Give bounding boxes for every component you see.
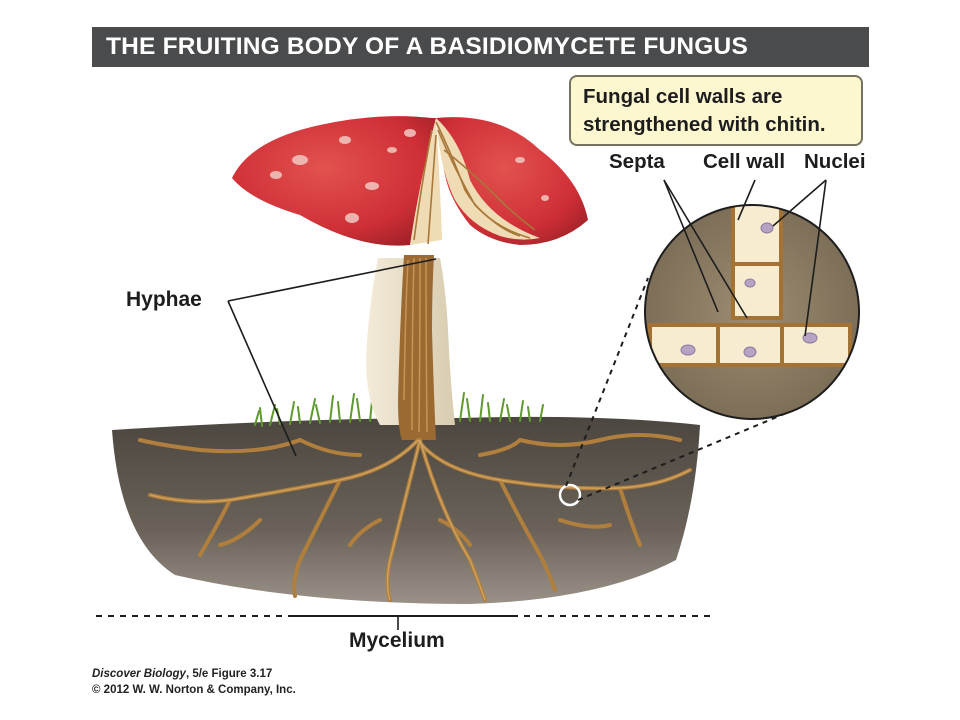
credit-book-title: Discover Biology — [92, 668, 186, 680]
soil-section — [112, 416, 700, 604]
callout-line-1: Fungal cell walls are — [583, 85, 783, 108]
mushroom-cap — [232, 116, 588, 246]
credit-copyright: © 2012 W. W. Norton & Company, Inc. — [92, 684, 296, 696]
chitin-callout: Fungal cell walls are strengthened with … — [569, 75, 863, 146]
credit-book: Discover Biology, 5/e Figure 3.17 — [92, 668, 272, 680]
hyphae-label: Hyphae — [126, 288, 202, 311]
mycelium-label: Mycelium — [349, 629, 445, 652]
zoom-connector-lines — [565, 277, 797, 501]
zoom-source-marker — [558, 483, 582, 507]
cell-wall-label: Cell wall — [703, 150, 786, 173]
callout-line-2: strengthened with chitin. — [583, 113, 826, 136]
figure-title: THE FRUITING BODY OF A BASIDIOMYCETE FUN… — [92, 27, 869, 67]
mushroom-stalk — [366, 255, 455, 440]
septa-label: Septa — [609, 150, 665, 173]
nuclei-label: Nuclei — [804, 150, 866, 173]
label-leader-lines — [227, 179, 827, 630]
magnified-cell-view — [644, 204, 860, 420]
credit-figure-number: , 5/e Figure 3.17 — [185, 668, 273, 680]
